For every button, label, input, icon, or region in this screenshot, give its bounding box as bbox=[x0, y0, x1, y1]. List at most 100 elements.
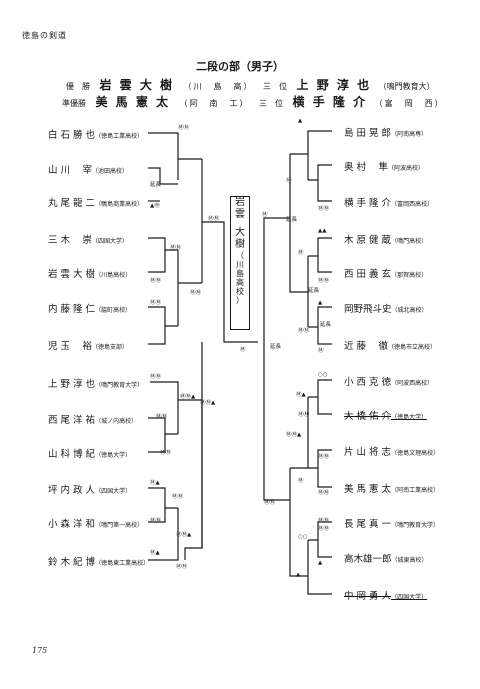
left-player-3: 丸 尾 龍 二（鴨島商業高校） bbox=[48, 195, 143, 209]
page-header: 徳島の剣道 bbox=[22, 31, 67, 40]
left-player-7: 児 玉 裕（徳島支部） bbox=[48, 338, 128, 352]
player-school: （阿南高専） bbox=[391, 131, 428, 138]
bracket-line bbox=[290, 130, 332, 155]
player-school: （阿波西高校） bbox=[391, 380, 434, 387]
left-player-9: 西 尾 洋 祐（城ノ内高校） bbox=[48, 412, 137, 426]
champion-char: ） bbox=[236, 296, 244, 305]
score-mark: ⓂⓂ bbox=[298, 412, 310, 418]
player-name: 岡野飛斗史 bbox=[344, 304, 392, 315]
right-player-11: 美 馬 憲 太（阿南工業高校） bbox=[344, 481, 439, 495]
player-school: （城ノ内高校） bbox=[95, 418, 138, 425]
score-mark: Ⓜ▲ bbox=[296, 392, 306, 398]
bracket-line bbox=[317, 540, 332, 558]
champion-char: 樹 bbox=[235, 239, 245, 250]
left-player-8: 上 野 淳 也（鳴門教育大学） bbox=[48, 376, 143, 390]
player-school: （城北高校） bbox=[391, 307, 428, 314]
score-mark: ▲▲ bbox=[318, 228, 327, 234]
result-school: （鳴門教育大） bbox=[378, 82, 435, 91]
player-school: （鴨島商業高校） bbox=[95, 201, 144, 208]
extension-note: 延長 bbox=[320, 322, 332, 328]
score-mark: Ⓜ bbox=[298, 250, 304, 256]
score-mark: ⓂⓂ bbox=[318, 518, 330, 524]
bracket-line bbox=[307, 540, 332, 595]
score-mark: ⓂⓂ bbox=[176, 564, 188, 570]
player-school: （阿波高校） bbox=[388, 165, 425, 172]
score-mark: ▲ bbox=[296, 572, 301, 578]
extension-note: 延長 bbox=[150, 182, 162, 188]
player-school: （徳島支部） bbox=[92, 344, 129, 351]
score-mark: ▲ bbox=[318, 300, 323, 306]
player-school: （脇町高校） bbox=[95, 307, 132, 314]
champion-char: （ bbox=[236, 251, 244, 260]
score-mark: ⓂⓂ bbox=[298, 328, 310, 334]
score-mark: ⓂⓂ bbox=[318, 278, 330, 284]
result-name: 上 野 淳 也 bbox=[296, 78, 372, 92]
score-mark: ⓂⓂ bbox=[318, 454, 330, 460]
left-player-12: 小 森 洋 和（鳴門第一高校） bbox=[48, 516, 143, 530]
bracket-line bbox=[263, 342, 290, 501]
bracket-line bbox=[148, 508, 179, 561]
player-name: 片 山 将 志 bbox=[344, 447, 392, 458]
bracket-line bbox=[202, 221, 258, 343]
player-name: 内 藤 隆 仁 bbox=[48, 304, 96, 315]
score-mark: ○○ bbox=[318, 372, 328, 378]
player-name: 児 玉 裕 bbox=[48, 341, 93, 352]
player-school: （四国大学） bbox=[391, 594, 428, 601]
bracket-line bbox=[317, 180, 332, 202]
score-mark: Ⓜ bbox=[298, 478, 304, 484]
left-player-2: 山 川 宰（池田高校） bbox=[48, 162, 128, 176]
score-mark: ⓂⓂ bbox=[170, 245, 182, 251]
score-mark: ▲ bbox=[298, 118, 303, 124]
result-school: （阿 南 工） bbox=[179, 99, 250, 108]
right-player-1: 島 田 晃 郎（阿南高専） bbox=[344, 125, 427, 139]
bracket-line bbox=[148, 508, 166, 523]
score-mark: ⓂⓂ▲ bbox=[286, 432, 302, 438]
player-school: （徳島大学） bbox=[95, 452, 132, 459]
player-school: （鳴門高校） bbox=[391, 238, 428, 245]
player-school: （徳島東工業高校） bbox=[95, 560, 150, 567]
bracket-line bbox=[148, 250, 166, 273]
right-player-2: 奥 村 隼（阿波高校） bbox=[344, 159, 424, 173]
player-name: 丸 尾 龍 二 bbox=[48, 198, 96, 209]
player-name: 大 橋 佑 介 bbox=[344, 411, 392, 422]
bracket-line bbox=[308, 379, 332, 398]
left-player-13: 鈴 木 紀 博（徳島東工業高校） bbox=[48, 554, 149, 568]
player-name: 島 田 晃 郎 bbox=[344, 128, 392, 139]
right-player-4: 木 原 健 蔵（鳴門高校） bbox=[344, 232, 427, 246]
score-mark: ⓂⓂ bbox=[208, 216, 220, 222]
result-row-1: 優 勝 岩 雲 大 樹 （川 島 高） 三 位 上 野 淳 也 （鳴門教育大） bbox=[66, 76, 435, 93]
champion-char: 岩 bbox=[235, 197, 245, 208]
bracket-line bbox=[317, 256, 332, 273]
champion-char: 大 bbox=[235, 227, 245, 238]
bracket-line bbox=[148, 132, 202, 160]
bracket-line bbox=[308, 521, 332, 541]
champion-char: 川 bbox=[236, 260, 244, 269]
bracket-line bbox=[148, 417, 178, 435]
champion-char: 校 bbox=[236, 287, 244, 296]
score-mark: ▲ bbox=[318, 560, 323, 566]
player-name: 山 科 博 紀 bbox=[48, 449, 96, 460]
player-name: 上 野 淳 也 bbox=[48, 379, 96, 390]
result-label: 三 位 bbox=[259, 99, 284, 108]
player-name: 小 西 克 徳 bbox=[344, 377, 392, 388]
bracket-line bbox=[177, 250, 202, 284]
bracket-line bbox=[308, 306, 332, 328]
player-name: 岩 雲 大 樹 bbox=[48, 269, 96, 280]
player-school: （那賀高校） bbox=[391, 272, 428, 279]
bracket-line bbox=[148, 487, 178, 509]
score-mark: Ⓜ bbox=[318, 348, 324, 354]
player-school: （鳴門第一高校） bbox=[95, 522, 144, 529]
right-player-8: 小 西 克 徳（阿波西高校） bbox=[344, 374, 433, 388]
result-label: 三 位 bbox=[263, 82, 288, 91]
score-mark: ⓂⓂ bbox=[156, 414, 168, 420]
result-name: 美 馬 憲 太 bbox=[95, 95, 171, 109]
page-number: 175 bbox=[32, 646, 48, 655]
result-school: （富 岡 西） bbox=[374, 99, 445, 108]
player-school: （四国大学） bbox=[92, 238, 129, 245]
player-school: （四国大学） bbox=[95, 488, 132, 495]
left-player-5: 岩 雲 大 樹（川島高校） bbox=[48, 266, 131, 280]
left-player-10: 山 科 博 紀（徳島大学） bbox=[48, 446, 131, 460]
champion-char: 高 bbox=[236, 278, 244, 287]
right-player-7: 近 藤 徹（徳島市立高校） bbox=[344, 338, 436, 352]
player-name: 木 原 健 蔵 bbox=[344, 235, 392, 246]
